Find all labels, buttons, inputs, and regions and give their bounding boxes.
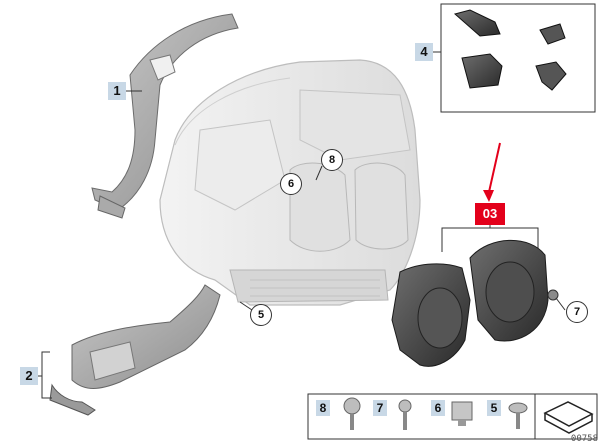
diagram-number: 00758	[570, 434, 598, 444]
label-part-4: 4	[415, 43, 433, 61]
callout-part-8: 8	[321, 149, 343, 171]
inset-box-part-4	[427, 3, 596, 113]
legend-item-7: 7	[373, 400, 387, 416]
red-arrow	[483, 142, 501, 202]
legend-box	[307, 393, 598, 440]
callout-part-7: 7	[566, 301, 588, 323]
legend-item-6: 6	[431, 400, 445, 416]
legend-item-8: 8	[316, 400, 330, 416]
legend-item-5: 5	[487, 400, 501, 416]
duct-part-2	[49, 284, 221, 416]
label-part-1: 1	[108, 82, 126, 100]
highlight-part-03: 03	[475, 203, 505, 225]
callout-part-5: 5	[250, 304, 272, 326]
bracket-part-1	[91, 13, 239, 219]
actuator-unit	[391, 239, 559, 367]
callout-part-6: 6	[280, 173, 302, 195]
label-part-2: 2	[20, 367, 38, 385]
